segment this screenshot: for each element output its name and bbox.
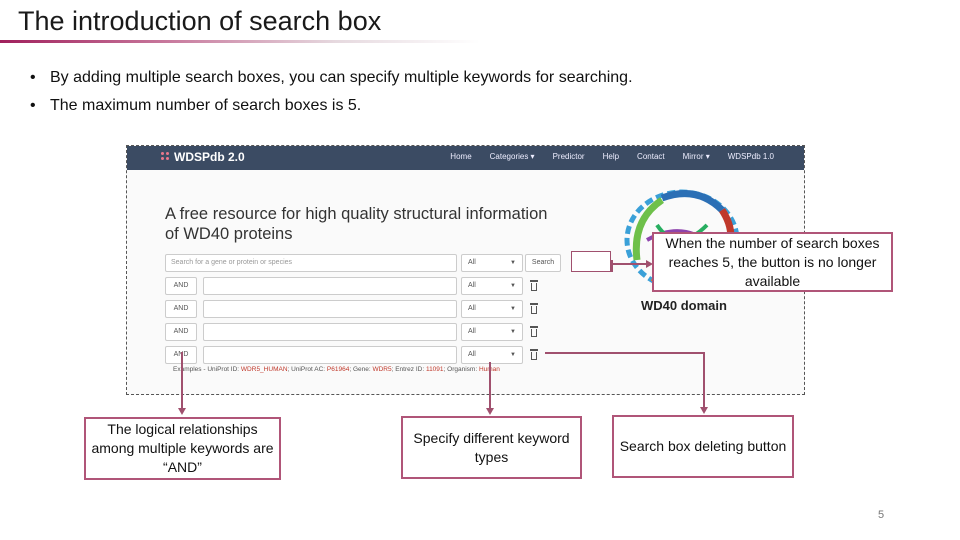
caret-down-icon: ▼ xyxy=(510,306,516,312)
add-button-highlight xyxy=(571,251,611,272)
caret-down-icon: ▼ xyxy=(510,329,516,335)
nav-mirror[interactable]: Mirror ▾ xyxy=(682,152,710,161)
type-select-value: All xyxy=(468,282,476,289)
search-row: Search for a gene or protein or species … xyxy=(165,254,585,272)
examples-line: Examples - UniProt ID: WDR5_HUMAN; UniPr… xyxy=(173,366,500,373)
connector-line xyxy=(703,352,705,407)
examples-prefix: Examples - UniProt ID: xyxy=(173,366,240,373)
trash-icon[interactable] xyxy=(529,325,539,338)
connector-arrow xyxy=(178,408,186,415)
connector-arrow xyxy=(646,260,653,268)
domain-label: WD40 domain xyxy=(641,298,727,313)
connector-line xyxy=(611,263,647,265)
example-link-entrez[interactable]: 11091 xyxy=(425,366,444,373)
hero-line-2: of WD40 proteins xyxy=(165,225,293,243)
type-select[interactable]: All ▼ xyxy=(461,277,523,295)
type-select-value: All xyxy=(468,351,476,358)
bullet-item: By adding multiple search boxes, you can… xyxy=(30,64,633,92)
keyword-input[interactable] xyxy=(203,346,457,364)
connector-line xyxy=(489,362,491,408)
hero-line-1: A free resource for high quality structu… xyxy=(165,205,548,223)
search-row: AND All ▼ xyxy=(165,323,585,341)
page-number: 5 xyxy=(878,509,885,521)
title-underline xyxy=(0,40,480,43)
type-select[interactable]: All ▼ xyxy=(461,300,523,318)
brand-logo[interactable]: WDSPdb 2.0 xyxy=(161,150,245,164)
hero-heading: A free resource for high quality structu… xyxy=(165,204,585,244)
caret-down-icon: ▼ xyxy=(510,283,516,289)
slide-title: The introduction of search box xyxy=(18,6,382,36)
operator-select[interactable]: AND xyxy=(165,300,197,318)
search-button[interactable]: Search xyxy=(525,254,561,272)
examples-organism-label: ; Organism: xyxy=(443,366,478,373)
type-select[interactable]: All ▼ xyxy=(461,254,523,272)
nav-wdspdb1[interactable]: WDSPdb 1.0 xyxy=(727,152,774,161)
nav-menu: Home Categories ▾ Predictor Help Contact… xyxy=(450,152,774,161)
type-select[interactable]: All ▼ xyxy=(461,323,523,341)
callout-keyword-types: Specify different keyword types xyxy=(401,416,582,479)
type-select-value: All xyxy=(468,305,476,312)
example-link-gene[interactable]: WDR5 xyxy=(372,366,392,373)
keyword-input[interactable] xyxy=(203,323,457,341)
caret-down-icon: ▼ xyxy=(510,260,516,266)
trash-icon[interactable] xyxy=(529,302,539,315)
bullet-item: The maximum number of search boxes is 5. xyxy=(30,92,633,120)
bullet-list: By adding multiple search boxes, you can… xyxy=(30,64,633,120)
navbar: WDSPdb 2.0 Home Categories ▾ Predictor H… xyxy=(127,146,804,170)
nav-help[interactable]: Help xyxy=(602,152,620,161)
connector-arrow xyxy=(700,407,708,414)
trash-icon[interactable] xyxy=(529,279,539,292)
examples-ac-label: ; UniProt AC: xyxy=(287,366,326,373)
type-select-value: All xyxy=(468,259,476,266)
examples-gene-label: ; Gene: xyxy=(349,366,371,373)
keyword-input[interactable] xyxy=(203,277,457,295)
nav-predictor[interactable]: Predictor xyxy=(552,152,585,161)
connector-line xyxy=(611,260,613,272)
callout-logical-and: The logical relationships among multiple… xyxy=(84,417,281,480)
brand-name: WDSPdb 2.0 xyxy=(174,150,245,164)
search-row: AND All ▼ xyxy=(165,346,585,364)
keyword-input[interactable] xyxy=(203,300,457,318)
callout-max-boxes: When the number of search boxes reaches … xyxy=(652,232,893,292)
caret-down-icon: ▼ xyxy=(510,352,516,358)
brand-icon xyxy=(161,152,171,162)
operator-select[interactable]: AND xyxy=(165,323,197,341)
search-row: AND All ▼ xyxy=(165,300,585,318)
search-input[interactable]: Search for a gene or protein or species xyxy=(165,254,457,272)
trash-icon[interactable] xyxy=(529,348,539,361)
type-select[interactable]: All ▼ xyxy=(461,346,523,364)
connector-line xyxy=(545,352,704,354)
search-row: AND All ▼ xyxy=(165,277,585,295)
nav-contact[interactable]: Contact xyxy=(637,152,665,161)
callout-delete-button: Search box deleting button xyxy=(612,415,794,478)
nav-categories[interactable]: Categories ▾ xyxy=(489,152,535,161)
examples-entrez-label: ; Entrez ID: xyxy=(391,366,425,373)
example-link-uniprot-id[interactable]: WDR5_HUMAN xyxy=(240,366,288,373)
nav-home[interactable]: Home xyxy=(450,152,472,161)
example-link-ac[interactable]: P61964 xyxy=(326,366,350,373)
connector-arrow xyxy=(486,408,494,415)
operator-select[interactable]: AND xyxy=(165,277,197,295)
type-select-value: All xyxy=(468,328,476,335)
connector-line xyxy=(181,352,183,408)
